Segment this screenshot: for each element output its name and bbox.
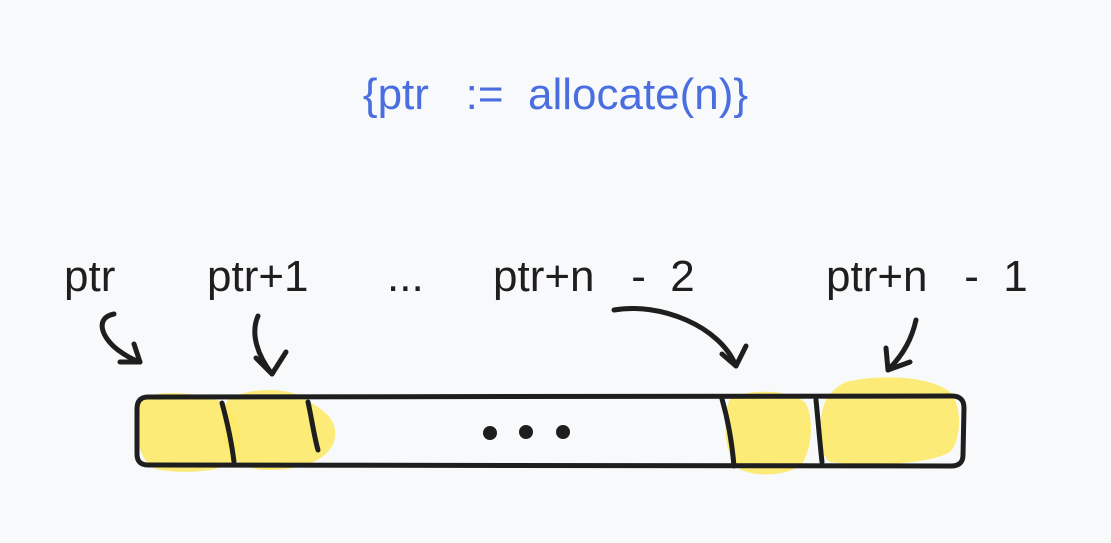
cell-divider-1: [219, 400, 237, 465]
curved-arrow-icon: [611, 306, 739, 369]
memory-block: [134, 393, 967, 469]
highlight-cell-ptr: [137, 393, 241, 472]
dot: [483, 426, 497, 440]
label-ptr: ptr: [64, 252, 116, 301]
dot: [556, 425, 570, 439]
label-ptr-plus-n-minus-2: ptr+n - 2: [493, 252, 695, 301]
highlight-cell-ptr-plus-1: [222, 389, 336, 470]
ellipsis-dots-icon: [483, 425, 570, 440]
label-ellipsis: ...: [387, 252, 424, 301]
dot: [519, 425, 533, 439]
highlight-cell-ptr-plus-n-minus-2: [725, 391, 811, 475]
arrow-ptr: [99, 311, 143, 365]
label-ptr-plus-1: ptr+1: [207, 252, 309, 301]
arrow-ptr-plus-1: [252, 313, 289, 377]
highlight-cell-ptr-plus-n-minus-1: [819, 377, 959, 465]
cell-highlights: [137, 377, 959, 475]
arrow-ptr-plus-n-minus-2: [611, 306, 749, 369]
label-ptr-plus-n-minus-1: ptr+n - 1: [826, 252, 1028, 301]
arrow-ptr-plus-n-minus-1: [883, 317, 919, 373]
cell-divider-3: [719, 396, 737, 469]
curved-arrow-icon: [99, 311, 143, 365]
cell-divider-4: [813, 397, 825, 465]
allocation-title: {ptr := allocate(n)}: [362, 70, 749, 119]
cell-divider-2: [305, 399, 321, 453]
